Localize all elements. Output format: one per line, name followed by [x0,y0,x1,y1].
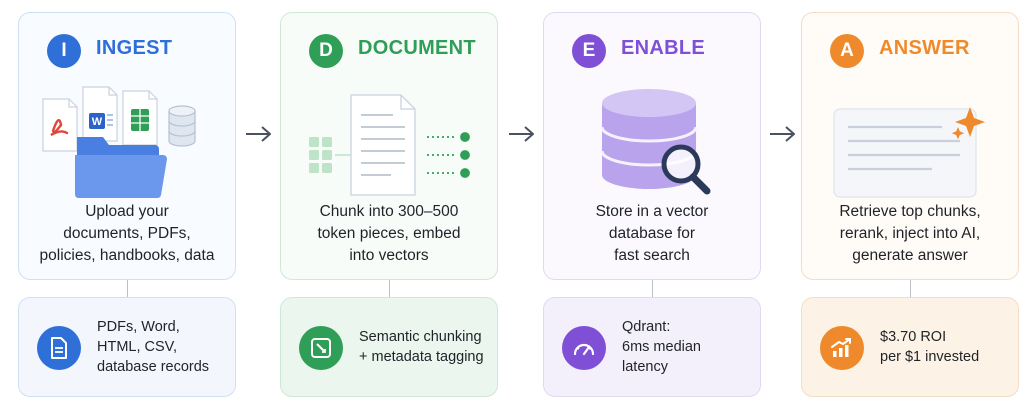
magnifier-icon [661,144,711,195]
enable-detail: Qdrant: 6ms median latency [622,298,752,396]
ingest-detail: PDFs, Word, HTML, CSV, database records [97,298,227,396]
enable-detail-line: latency [622,359,668,375]
document-card: D DOCUMENT [280,12,498,280]
arrow-right-icon [246,126,271,142]
enable-description-line: fast search [614,247,690,264]
document-page-icon [350,94,416,196]
document-title: DOCUMENT [358,37,476,59]
answer-description-line: rerank, inject into AI, [839,225,981,242]
answer-connector [910,280,911,297]
enable-title: ENABLE [621,37,706,59]
svg-text:W: W [92,116,103,128]
enable-detail-line: Qdrant: [622,319,671,335]
folder-icon [75,137,167,199]
arrow-right-icon [770,126,795,142]
ingest-detail-line: database records [97,359,210,375]
enable-badge: E [572,34,606,68]
sparkle-icon [951,107,985,140]
answer-detail-card: $3.70 ROI per $1 invested [801,297,1019,397]
growth-chart-icon [820,326,864,370]
ingest-description-line: policies, handbooks, data [39,247,215,264]
enable-detail-card: Qdrant: 6ms median latency [543,297,761,397]
document-detail-line: Semantic chunking [359,329,482,345]
document-badge: D [309,34,343,68]
answer-description-line: generate answer [852,247,968,264]
document-detail: Semantic chunking + metadata tagging [359,298,489,396]
answer-detail: $3.70 ROI per $1 invested [880,298,1010,396]
document-description-line: Chunk into 300–500 [319,203,459,220]
word-file-icon: W [82,86,118,142]
ingest-detail-card: PDFs, Word, HTML, CSV, database records [18,297,236,397]
enable-description-line: database for [608,225,696,242]
enable-connector [652,280,653,297]
ingest-title: INGEST [96,37,173,59]
vector-output-icon [427,132,470,178]
ingest-detail-line: HTML, CSV, [97,339,178,355]
answer-title: ANSWER [879,37,970,59]
ingest-card: I INGEST W [18,12,236,280]
ingest-badge: I [47,34,81,68]
answer-card: A ANSWER Retrieve top chunks, rerank, in… [801,12,1019,280]
answer-description: Retrieve top chunks, rerank, inject into… [810,201,1010,267]
ingest-description-line: Upload your [85,203,169,220]
document-description-line: into vectors [349,247,429,264]
enable-description-line: Store in a vector [595,203,709,220]
enable-card: E ENABLE Store in a vector database for … [543,12,761,280]
chunk-grid-icon [309,137,332,173]
answer-detail-line: per $1 invested [880,349,980,365]
ingest-description: Upload your documents, PDFs, policies, h… [27,201,227,267]
pdf-file-icon [42,98,78,152]
spreadsheet-file-icon [122,90,158,146]
edit-icon [299,326,343,370]
answer-panel-icon [833,108,977,198]
ingest-description-line: documents, PDFs, [63,225,191,242]
answer-detail-line: $3.70 ROI [880,329,947,345]
document-detail-card: Semantic chunking + metadata tagging [280,297,498,397]
arrow-right-icon [509,126,534,142]
document-icon [37,326,81,370]
document-detail-line: + metadata tagging [359,349,484,365]
speedometer-icon [562,326,606,370]
ingest-connector [127,280,128,297]
document-description: Chunk into 300–500 token pieces, embed i… [289,201,489,267]
chunking-illustration [281,79,499,205]
files-folder-illustration: W [19,79,237,205]
answer-badge: A [830,34,864,68]
vector-database-illustration [544,79,762,205]
ingest-detail-line: PDFs, Word, [97,319,180,335]
database-icon [168,105,196,147]
answer-illustration [802,79,1020,205]
enable-description: Store in a vector database for fast sear… [552,201,752,267]
document-connector [389,280,390,297]
enable-detail-line: 6ms median [622,339,701,355]
document-description-line: token pieces, embed [317,225,461,242]
answer-description-line: Retrieve top chunks, [839,203,981,220]
